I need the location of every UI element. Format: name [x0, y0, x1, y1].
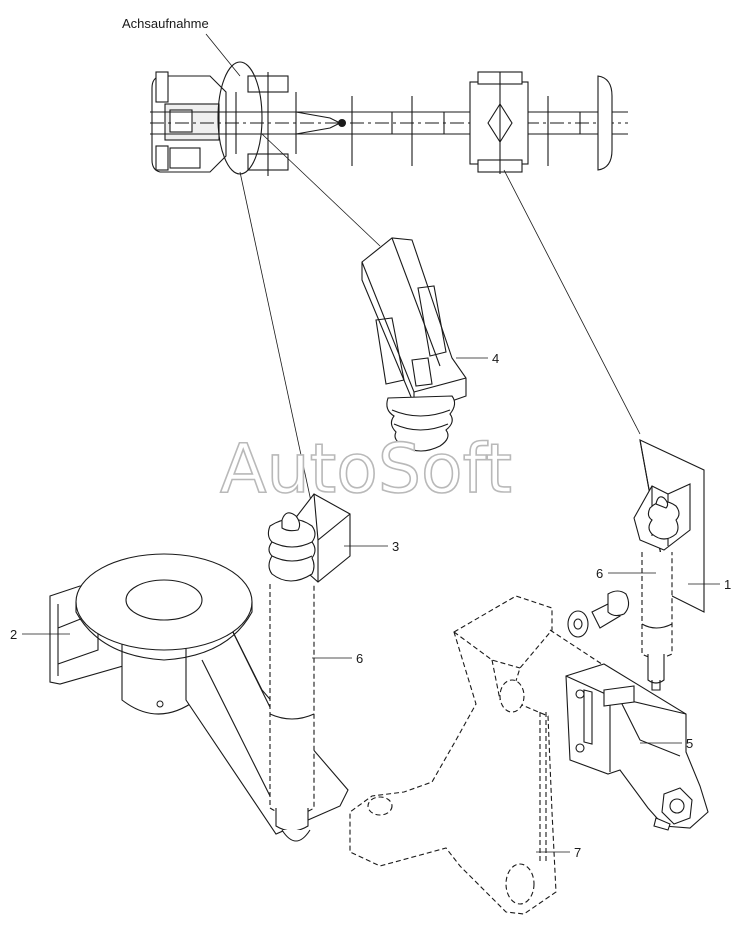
callout-4-label: 4 — [492, 351, 499, 366]
title-leader — [205, 33, 241, 77]
callout-6-right: 6 — [596, 566, 656, 581]
part-5-lower-arm — [565, 663, 709, 831]
callout-4: 4 — [456, 351, 499, 366]
callout-2-label: 2 — [10, 627, 17, 642]
callout-3-label: 3 — [392, 539, 399, 554]
part-7-knuckle — [349, 595, 621, 915]
diagram-title: Achsaufnahme — [122, 16, 209, 31]
leader-to-part-1 — [503, 169, 641, 435]
callout-3: 3 — [344, 539, 399, 554]
leader-to-part-4 — [261, 133, 381, 247]
callout-6-left: 6 — [312, 651, 363, 666]
callout-1: 1 — [688, 577, 731, 592]
part-4-bracket — [361, 237, 467, 452]
callout-5: 5 — [640, 736, 693, 751]
callout-5-label: 5 — [686, 736, 693, 751]
callout-1-label: 1 — [724, 577, 731, 592]
callout-7-label: 7 — [574, 845, 581, 860]
watermark: AutoSoft — [220, 430, 512, 509]
callout-7: 7 — [536, 845, 581, 860]
washer-and-bolt — [567, 590, 630, 638]
part-2-saddle — [49, 553, 349, 835]
part-6-shock-absorber-right — [641, 496, 680, 691]
callout-2: 2 — [10, 627, 70, 642]
part-6-shock-absorber-left — [267, 512, 316, 842]
chassis-top-view — [150, 61, 628, 176]
leader-to-part-3 — [239, 171, 313, 507]
callout-6-left-label: 6 — [356, 651, 363, 666]
callout-6-right-label: 6 — [596, 566, 603, 581]
